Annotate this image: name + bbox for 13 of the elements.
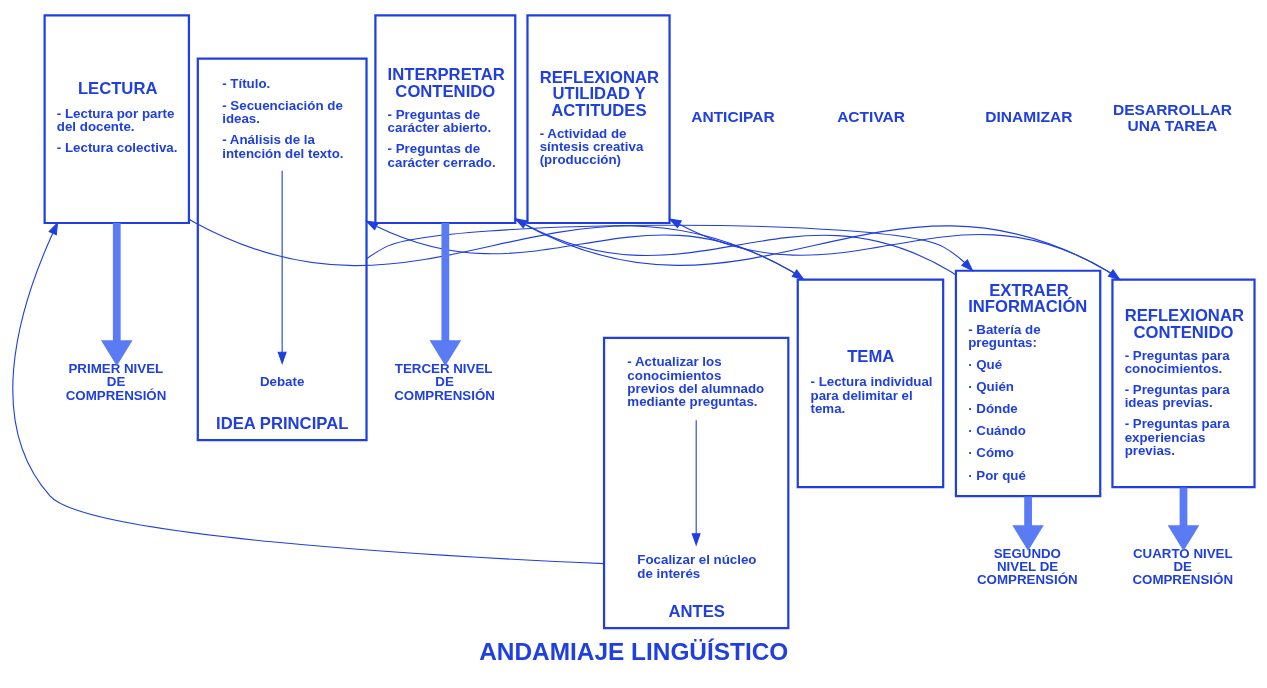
node-text: CUARTO NIVEL DE COMPRENSIÓN bbox=[1132, 545, 1234, 588]
label: DINAMIZAR bbox=[985, 108, 1073, 126]
label: DESARROLLAR UNA TAREA bbox=[1113, 101, 1233, 134]
node-text: - Título. - Secuenciación de ideas. - Análisis de la intención del texto. bbox=[222, 75, 344, 161]
node-text: TERCER NIVEL DE COMPRENSIÓN bbox=[394, 360, 495, 403]
label: ANTICIPAR bbox=[691, 108, 775, 126]
node-text: Focalizar el núcleo de interés bbox=[637, 552, 757, 581]
label: ACTIVAR bbox=[837, 108, 906, 126]
caption: ANDAMIAJE LINGÜÍSTICO bbox=[479, 637, 789, 665]
node-text: Debate bbox=[259, 374, 305, 390]
node-text: PRIMER NIVEL DE COMPRENSIÓN bbox=[65, 360, 167, 403]
node-text: - Actualizar los conocimientos previos del alumnado mediante preguntas. bbox=[627, 354, 765, 410]
node-text: SEGUNDO NIVEL DE COMPRENSIÓN bbox=[977, 545, 1078, 588]
